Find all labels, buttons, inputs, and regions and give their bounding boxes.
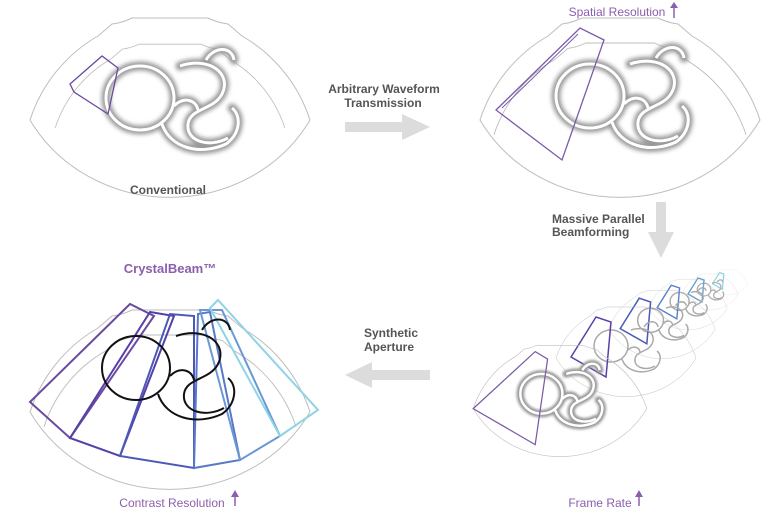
crystalbeam-label: CrystalBeam™ — [124, 261, 217, 276]
conventional-panel — [29, 17, 311, 198]
spatial-resolution-panel — [479, 17, 761, 198]
spatial-resolution-label: Spatial Resolution — [569, 5, 666, 19]
frame-rate-panel — [472, 269, 748, 457]
block-arrow-icon — [345, 114, 430, 140]
block-arrow-icon — [648, 202, 674, 258]
frame-rate-label: Frame Rate — [568, 496, 632, 508]
transmission-label: Transmission — [344, 96, 421, 110]
up-arrow-icon — [670, 2, 678, 18]
up-arrow-icon — [635, 490, 643, 506]
beamforming-label: Beamforming — [552, 225, 629, 239]
conventional-label: Conventional — [130, 183, 206, 197]
arbitrary-waveform-label: Arbitrary Waveform — [328, 82, 440, 96]
aperture-label: Aperture — [364, 340, 414, 354]
block-arrow-icon — [345, 362, 430, 388]
up-arrow-icon — [231, 490, 239, 506]
massive-parallel-label: Massive Parallel — [552, 212, 645, 226]
contrast-resolution-label: Contrast Resolution — [119, 496, 224, 508]
synthetic-label: Synthetic — [364, 326, 418, 340]
crystalbeam-panel — [28, 298, 320, 490]
